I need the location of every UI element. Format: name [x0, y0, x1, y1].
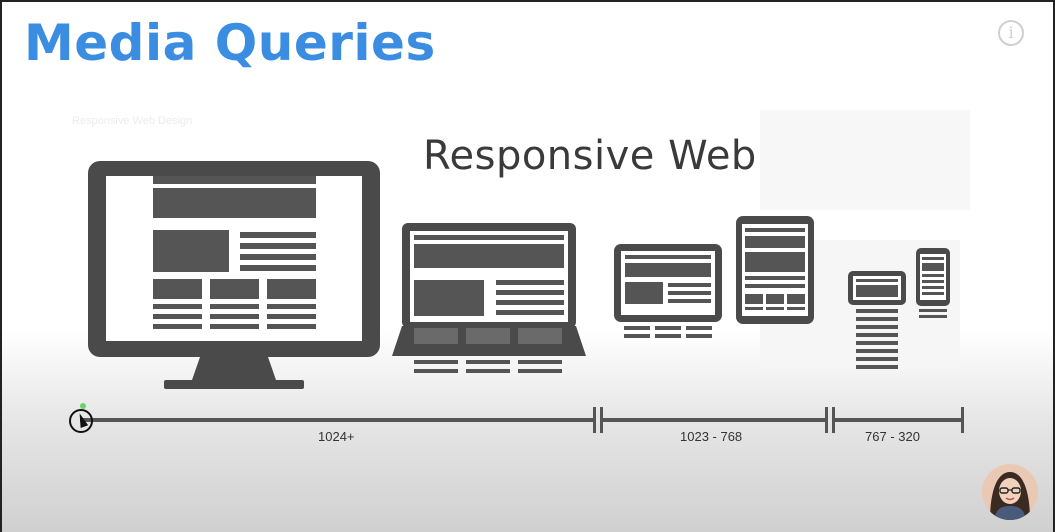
phone-landscape-icon — [848, 271, 906, 369]
range-bar-medium — [603, 418, 825, 422]
tablet-landscape-icon — [614, 244, 722, 338]
frame-border-top — [0, 0, 1055, 2]
range-label-small: 767 - 320 — [865, 429, 920, 444]
ghost-panel — [760, 110, 970, 210]
desktop-monitor-icon — [88, 161, 380, 389]
range-bar-large — [80, 418, 594, 422]
info-icon[interactable]: i — [998, 20, 1024, 46]
breakpoint-timeline — [80, 407, 964, 433]
range-label-large: 1024+ — [318, 429, 355, 444]
range-label-medium: 1023 - 768 — [680, 429, 743, 444]
laptop-icon — [392, 223, 586, 373]
cursor-highlight-dot — [80, 403, 86, 409]
slide-title: Media Queries — [24, 14, 436, 72]
range-bar-small — [835, 418, 962, 422]
pointer-cursor-icon — [69, 409, 93, 433]
frame-border-left — [0, 0, 2, 532]
phone-portrait-icon — [916, 248, 950, 318]
frame-border-right — [1053, 0, 1055, 532]
ghost-caption: Responsive Web Design — [72, 115, 193, 127]
presenter-avatar[interactable] — [982, 464, 1038, 520]
avatar-face-icon — [982, 464, 1038, 520]
tablet-portrait-icon — [736, 216, 814, 324]
